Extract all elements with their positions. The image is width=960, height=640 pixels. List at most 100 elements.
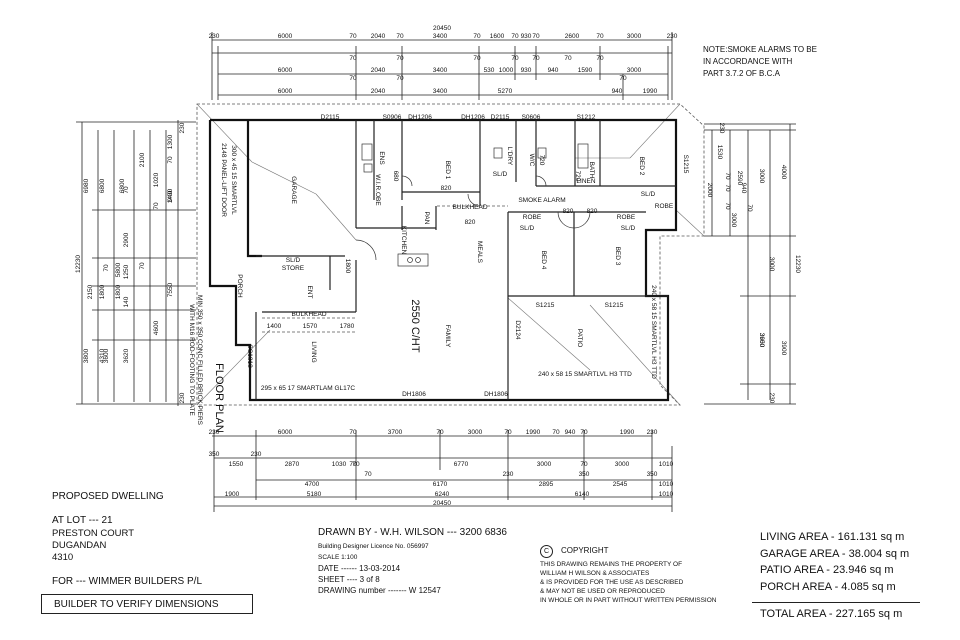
dimension-label: 720 — [574, 171, 581, 182]
lot-number: AT LOT --- 21 — [52, 515, 113, 526]
dimension-label: 2100 — [139, 152, 146, 167]
dimension-label: 70 — [724, 184, 731, 192]
dimension-label: 230 — [667, 33, 678, 40]
dimension-label: 70 — [746, 204, 753, 212]
note-line: NOTE:SMOKE ALARMS TO BE — [703, 45, 817, 54]
dimension-lines-right — [704, 123, 796, 405]
dimension-label: 820 — [587, 208, 598, 215]
suburb: DUGANDAN — [52, 540, 107, 551]
piers-note: WITH M16 ROD-FOOTING TO PLATE — [188, 304, 195, 416]
room-label-pantry: PAN — [423, 212, 430, 225]
window-label: S1215 — [682, 155, 689, 174]
window-label: S1212 — [577, 114, 596, 121]
dimension-label: 3000 — [615, 461, 630, 468]
room-label-bed1: BED 1 — [444, 161, 451, 180]
dimension-label: 2900 — [123, 232, 130, 247]
dimension-label: 230 — [179, 122, 186, 133]
builder-verify-box: BUILDER TO VERIFY DIMENSIONS — [41, 594, 253, 614]
room-label-robe: ROBE — [523, 214, 542, 221]
project-title: PROPOSED DWELLING — [52, 491, 164, 502]
dimension-label: 6000 — [278, 88, 293, 95]
total-area: TOTAL AREA - 227.165 sq m — [752, 602, 920, 623]
dimension-label: 70 — [473, 33, 481, 40]
dimension-label: 70 — [580, 429, 588, 436]
dimension-label: 680 — [392, 171, 399, 182]
dimension-label: 70 — [167, 156, 174, 164]
dimension-label: 6800 — [119, 178, 126, 193]
dimension-label: 3000 — [537, 461, 552, 468]
dimension-label: 930 — [521, 33, 532, 40]
client-name: FOR --- WIMMER BUILDERS P/L — [52, 576, 203, 587]
dimension-label: 350 — [209, 451, 220, 458]
room-label-family: FAMILY — [444, 325, 451, 348]
window-label: SC1818 — [246, 344, 253, 368]
dimension-label: 20450 — [433, 500, 451, 507]
dimension-label: 940 — [548, 67, 559, 74]
dimension-label: 70 — [349, 55, 357, 62]
dimension-label: 230 — [768, 393, 775, 404]
sliding-door-label: SL/D — [286, 257, 301, 264]
dimension-label: 3900 — [780, 341, 787, 356]
piers-note: MIN 350 x 350 CONC FILLED BRICK PIERS — [196, 295, 203, 426]
copyright-line: THIS DRAWING REMAINS THE PROPERTY OF — [540, 561, 683, 568]
drawing-date: DATE ------ 13-03-2014 — [318, 564, 401, 573]
bulkhead-label: BULKHEAD — [291, 311, 326, 318]
dimension-label: 2040 — [371, 67, 386, 74]
dimension-label: 940 — [167, 190, 174, 201]
dimension-label: 4000 — [780, 165, 787, 180]
dimension-label: 70 — [619, 75, 627, 82]
dimension-label: 230 — [503, 471, 514, 478]
dimension-label: 6140 — [575, 491, 590, 498]
sliding-door-label: SL/D — [520, 225, 535, 232]
dimension-label: 12230 — [75, 255, 82, 273]
dimension-label: 3000 — [627, 33, 642, 40]
dimension-label: 4310 — [99, 348, 106, 363]
roof-hip-lines — [196, 103, 705, 406]
dimension-label: 1530 — [716, 145, 723, 160]
window-label: S1215 — [536, 302, 555, 309]
copyright-line: & MAY NOT BE USED OR REPRODUCED — [540, 588, 665, 595]
porch-area: PORCH AREA - 4.085 sq m — [760, 580, 896, 593]
window-label: DH1806 — [402, 391, 426, 398]
room-label-garage: GARAGE — [290, 176, 297, 204]
dimension-label: 1600 — [490, 33, 505, 40]
dimension-label: 820 — [441, 185, 452, 192]
dimension-label: 1010 — [659, 491, 674, 498]
dimension-label: 1300 — [167, 134, 174, 149]
internal-walls — [255, 120, 676, 400]
dimension-label: 70 — [580, 461, 588, 468]
dimension-label: 70 — [396, 55, 404, 62]
window-label: DH1206 — [408, 114, 432, 121]
dimension-label: 1550 — [229, 461, 244, 468]
sliding-door-label: SL/D — [621, 225, 636, 232]
room-label-laundry: L'DRY — [506, 147, 513, 166]
window-label: S0906 — [383, 114, 402, 121]
bulkhead-lines — [262, 205, 508, 333]
door-label: D2124 — [514, 320, 521, 340]
dimension-label: 70 — [349, 429, 357, 436]
dimension-lines-top — [211, 32, 673, 100]
room-label-bath: BATH — [588, 162, 595, 179]
dimension-label: 230 — [209, 33, 220, 40]
living-area: LIVING AREA - 161.131 sq m — [760, 531, 905, 543]
sheet-number: SHEET ---- 3 of 8 — [318, 575, 380, 584]
room-label-bed3: BED 3 — [614, 247, 621, 266]
dimension-label: 3400 — [433, 33, 448, 40]
dimension-label: 3700 — [388, 429, 403, 436]
dimension-lines-bottom — [212, 430, 673, 512]
dimension-label: 1780 — [340, 323, 355, 330]
room-label-bed2: BED 2 — [638, 157, 645, 176]
room-label-meals: MEALS — [476, 241, 483, 264]
dimension-label: 1000 — [499, 67, 514, 74]
dimension-label: 1800 — [344, 259, 351, 274]
dimension-label: 6000 — [278, 33, 293, 40]
room-label-wir: W.I.R.OBE — [374, 174, 381, 206]
dimension-label: 70 — [724, 172, 731, 180]
room-label-bed4: BED 4 — [540, 251, 547, 270]
dimension-label: 930 — [521, 67, 532, 74]
garage-lintel-label: 300 x 45 15 SMARTLVL — [230, 145, 237, 215]
dimension-label: 3000 — [730, 213, 737, 228]
dimension-label: 70 — [552, 429, 560, 436]
window-label: D2115 — [491, 114, 510, 121]
copyright-title: COPYRIGHT — [561, 546, 609, 555]
